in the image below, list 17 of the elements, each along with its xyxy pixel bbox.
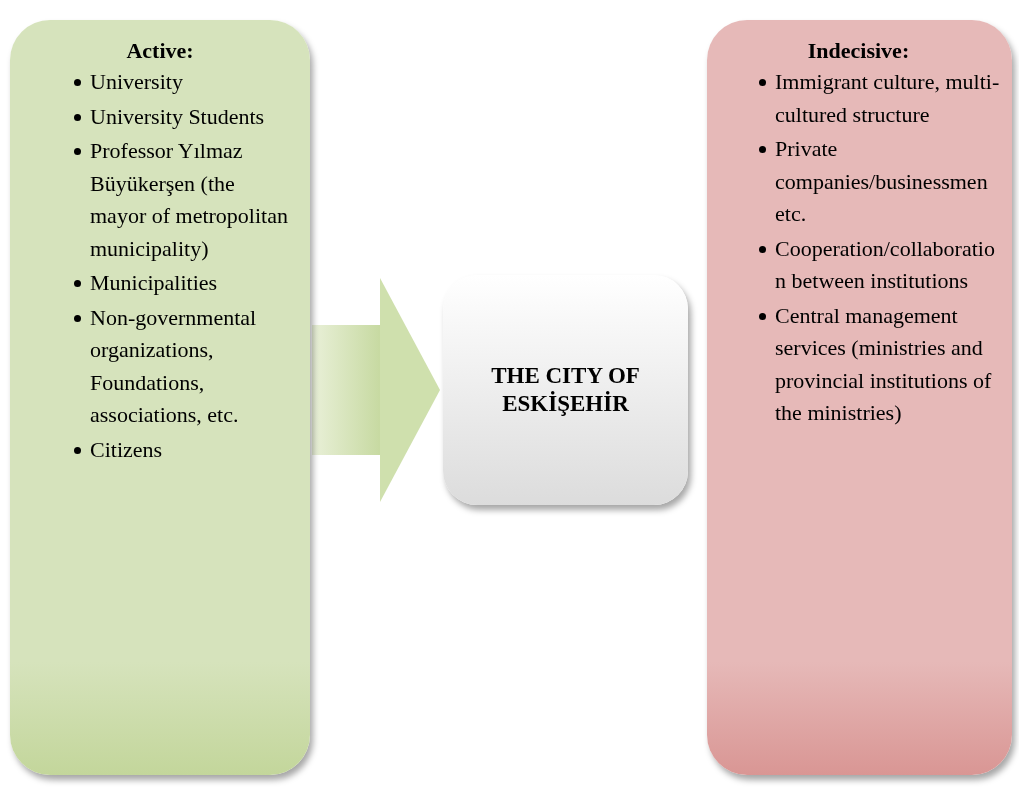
list-item: Private companies/businessmen etc. bbox=[775, 136, 988, 226]
list-item: University bbox=[90, 69, 183, 94]
block-arrow bbox=[312, 278, 440, 502]
list-item: Cooperation/collaboration between institutions bbox=[775, 235, 995, 293]
panel-heading: Indecisive: bbox=[806, 38, 911, 64]
center-title: THE CITY OF ESKİŞEHİR bbox=[490, 362, 641, 418]
list-item: University Students bbox=[90, 103, 265, 129]
list-panel bbox=[10, 20, 310, 775]
list-item: Municipalities bbox=[90, 270, 218, 295]
panel-heading: Active: bbox=[125, 38, 195, 64]
list-item: Citizens bbox=[90, 436, 163, 462]
list-item: Non-governmental organizations, Foundations, associations, etc. bbox=[90, 304, 257, 427]
list-item: Immigrant culture, multi-cultured structure bbox=[775, 69, 1000, 127]
central-box bbox=[443, 275, 688, 505]
list-item: Central management services (ministries and provincial institutions of the ministries) bbox=[775, 302, 992, 425]
list-item: Professor Yılmaz Büyükerşen (the mayor of metropolitan municipality) bbox=[90, 138, 288, 261]
list-panel bbox=[707, 20, 1012, 775]
